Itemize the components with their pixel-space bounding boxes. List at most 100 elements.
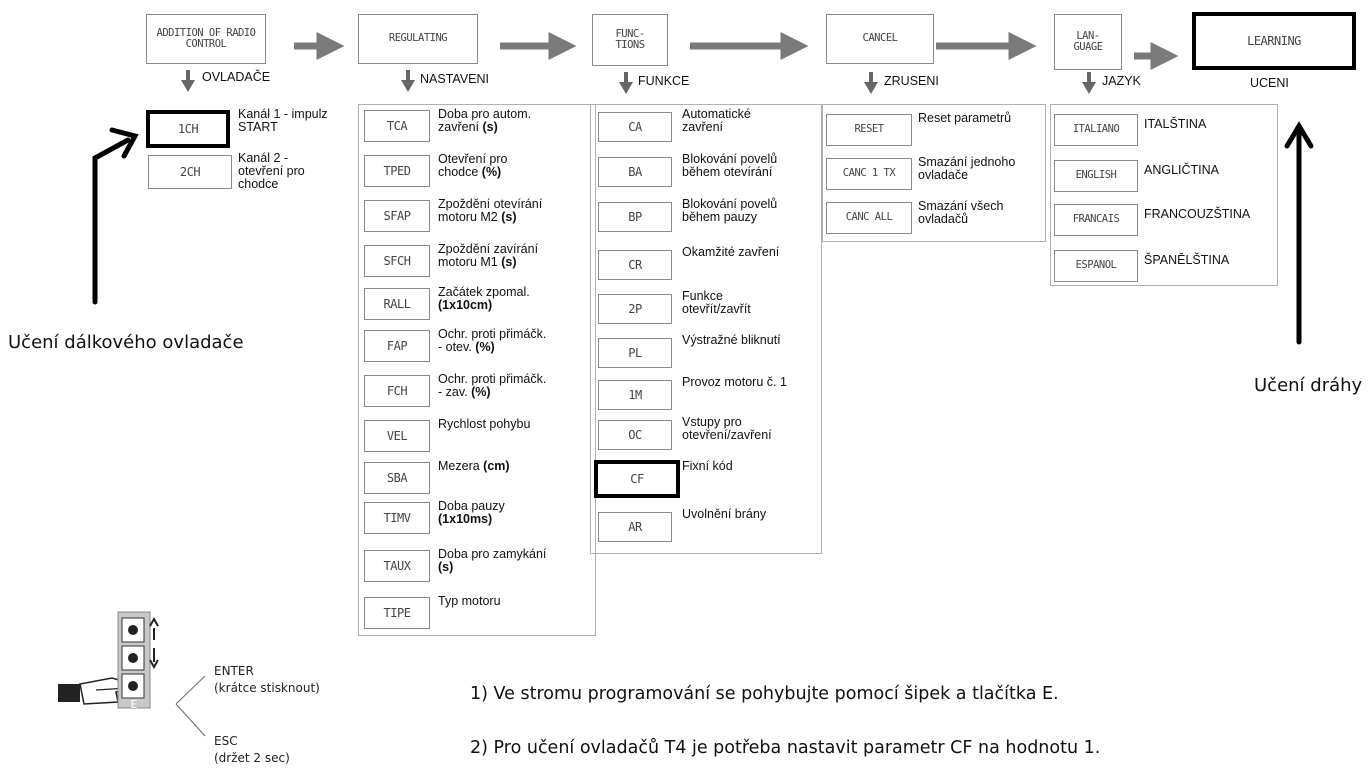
function-item-cr[interactable]: CR (598, 250, 672, 280)
regulating-item-sfap[interactable]: SFAP (364, 200, 430, 232)
regulating-item-label: Doba pro zamykání(s) (438, 547, 547, 574)
language-item-label: FRANCOUZŠTINA (1144, 207, 1251, 221)
cancel-item-code: CANC ALL (845, 211, 893, 224)
regulating-item-timv[interactable]: TIMV (364, 502, 430, 534)
function-item-ar[interactable]: AR (598, 512, 672, 542)
regulating-item-label: Začátek zpomal.(1x10cm) (438, 285, 530, 312)
function-item-bp[interactable]: BP (598, 202, 672, 232)
regulating-item-code: TCA (386, 118, 408, 133)
function-item-2p[interactable]: 2P (598, 294, 672, 324)
regulating-item-taux[interactable]: TAUX (364, 550, 430, 582)
regulating-item-code: TIPE (383, 605, 411, 620)
menu-functions-title: FUNC- TIONS (615, 27, 645, 51)
regulating-item-sba[interactable]: SBA (364, 462, 430, 494)
keypad-enter-text: ENTER(krátce stisknout) (214, 663, 320, 697)
regulating-item-label: Doba pauzy(1x10ms) (438, 499, 505, 526)
cancel-item-reset[interactable]: RESET (826, 114, 912, 146)
caption-language: JAZYK (1102, 74, 1141, 88)
function-item-pl[interactable]: PL (598, 338, 672, 368)
radio-item-1ch[interactable]: 1CH (146, 110, 230, 148)
regulating-item-label: Doba pro autom.zavření (s) (438, 107, 532, 134)
cancel-item-code: RESET (854, 123, 884, 136)
regulating-item-vel[interactable]: VEL (364, 420, 430, 452)
regulating-item-tipe[interactable]: TIPE (364, 597, 430, 629)
esc-hint: (držet 2 sec) (214, 751, 290, 765)
arrow-down-icon (864, 72, 878, 94)
regulating-column (358, 104, 596, 636)
language-item-english[interactable]: ENGLISH (1054, 160, 1138, 192)
function-item-1m[interactable]: 1M (598, 380, 672, 410)
regulating-item-label: Mezera (cm) (438, 459, 510, 473)
menu-functions-box[interactable]: FUNC- TIONS (592, 14, 668, 66)
function-item-label: Provoz motoru č. 1 (682, 375, 787, 389)
language-item-espanol[interactable]: ESPANOL (1054, 250, 1138, 282)
menu-regulating-box[interactable]: REGULATING (358, 14, 478, 64)
regulating-item-code: TAUX (383, 558, 411, 573)
function-item-code: BA (628, 164, 642, 179)
menu-radio-box[interactable]: ADDITION OF RADIO CONTROL (146, 14, 266, 64)
regulating-item-rall[interactable]: RALL (364, 288, 430, 320)
regulating-item-code: SFAP (383, 208, 411, 223)
regulating-item-label: Typ motoru (438, 594, 501, 608)
menu-radio-title: ADDITION OF RADIO CONTROL (156, 26, 256, 50)
menu-learning-box[interactable]: LEARNING (1192, 12, 1356, 70)
arrow-down-icon (1082, 72, 1096, 94)
menu-cancel-box[interactable]: CANCEL (826, 14, 934, 64)
function-item-ca[interactable]: CA (598, 112, 672, 142)
regulating-item-label: Ochr. proti přimáčk.- otev. (%) (438, 327, 547, 354)
regulating-item-code: SBA (386, 470, 408, 485)
regulating-item-code: SFCH (383, 253, 411, 268)
cancel-item-canc-all[interactable]: CANC ALL (826, 202, 912, 234)
function-item-code: CA (628, 119, 642, 134)
keypad-esc-text: ESC (držet 2 sec) (214, 733, 290, 767)
arrow-down-icon (619, 72, 633, 94)
remote-learning-caption: Učení dálkového ovladače (8, 332, 244, 353)
function-item-code: AR (628, 519, 642, 534)
hand-pointer-icon (58, 677, 129, 705)
regulating-item-code: FAP (386, 338, 408, 353)
callout-arrow-remote (92, 127, 139, 305)
regulating-item-code: RALL (383, 296, 411, 311)
callout-arrow-track (1284, 121, 1314, 345)
function-item-cf[interactable]: CF (594, 460, 680, 498)
caption-cancel: ZRUSENI (884, 74, 939, 88)
radio-item-2ch[interactable]: 2CH (148, 155, 232, 189)
enter-label: ENTER (214, 664, 254, 678)
function-item-code: PL (628, 345, 642, 360)
track-learning-caption: Učení dráhy (1254, 375, 1363, 396)
regulating-item-code: TPED (383, 163, 411, 178)
cancel-item-canc-1-tx[interactable]: CANC 1 TX (826, 158, 912, 190)
regulating-item-tped[interactable]: TPED (364, 155, 430, 187)
language-item-italiano[interactable]: ITALIANO (1054, 114, 1138, 146)
cancel-item-label: Reset parametrů (918, 111, 1012, 125)
regulating-item-fap[interactable]: FAP (364, 330, 430, 362)
function-item-label: Okamžité zavření (682, 245, 780, 259)
esc-label: ESC (214, 734, 238, 748)
language-item-francais[interactable]: FRANCAIS (1054, 204, 1138, 236)
language-column (1050, 104, 1278, 286)
function-item-code: CR (628, 257, 642, 272)
function-item-ba[interactable]: BA (598, 157, 672, 187)
function-item-code: BP (628, 209, 642, 224)
enter-esc-bracket (175, 675, 206, 737)
language-item-label: ITALŠTINA (1144, 117, 1207, 131)
regulating-item-sfch[interactable]: SFCH (364, 245, 430, 277)
regulating-item-code: TIMV (383, 510, 411, 525)
menu-regulating-title: REGULATING (388, 32, 448, 45)
regulating-item-fch[interactable]: FCH (364, 375, 430, 407)
function-item-oc[interactable]: OC (598, 420, 672, 450)
keypad-panel (117, 611, 159, 709)
menu-language-box[interactable]: LAN- GUAGE (1054, 14, 1122, 70)
regulating-item-tca[interactable]: TCA (364, 110, 430, 142)
function-item-label: Fixní kód (682, 459, 733, 473)
